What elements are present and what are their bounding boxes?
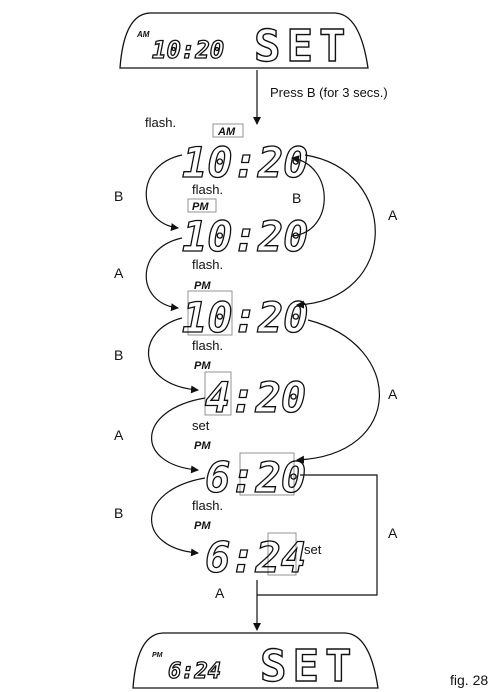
top-lcd-display: AM 10:20 SET: [119, 12, 369, 73]
arrow-b-label-1: B: [114, 188, 123, 204]
arrow-b-2-to-1: [291, 155, 325, 237]
step-5: set PM 6:20: [192, 418, 307, 503]
arrow-a-1-to-3: [296, 154, 376, 309]
arrow-b-3-to-4: [147, 317, 199, 394]
top-lcd-indicator: AM: [136, 30, 150, 39]
step-3-indicator: PM: [194, 280, 211, 292]
step-1: flash. AM 10:20: [145, 115, 309, 188]
arrow-b-label-4: B: [114, 505, 123, 521]
step-6-time: 6:24: [205, 533, 306, 582]
step-4: flash. PM 4:20: [192, 338, 307, 423]
arrow-a-label-6: A: [215, 585, 225, 601]
arrow-a-4-to-5: [151, 397, 206, 474]
figure-label: fig. 28: [450, 672, 488, 688]
arrow-a-label-5: A: [388, 525, 398, 541]
arrow-a-5-to-final: [257, 474, 378, 596]
top-lcd-time: 10:20: [152, 36, 224, 64]
step-2-indicator: PM: [192, 201, 209, 213]
arrow-a-label-4: A: [114, 427, 124, 443]
step-5-indicator: PM: [194, 440, 211, 452]
step-6-suffix: set: [304, 542, 322, 557]
arrow-b-1-to-2: [145, 154, 183, 231]
step-6-label: flash.: [192, 498, 223, 513]
bottom-lcd-mode: SET: [260, 641, 357, 692]
step-5-time: 6:20: [205, 453, 306, 502]
step-4-time: 4:20: [205, 373, 306, 422]
step-2: flash. PM 10:20: [181, 182, 309, 262]
step-1-indicator-box: [212, 123, 244, 138]
step-6-indicator: PM: [194, 520, 211, 532]
step-2-indicator-box: [187, 198, 217, 213]
step-5-highlight-box: [239, 452, 295, 496]
step-3-highlight-box: [187, 290, 233, 336]
step-1-time: 10:20: [182, 138, 308, 187]
step-2-time: 10:20: [182, 212, 308, 261]
arrow-a-2-to-3: [145, 237, 183, 312]
arrow-a-3-to-5: [296, 319, 380, 464]
step-3-time: 10:20: [182, 293, 308, 342]
top-lcd-mode: SET: [254, 21, 351, 72]
bottom-lcd-display: PM 6:24 SET: [132, 632, 379, 692]
step-4-label: flash.: [192, 338, 223, 353]
bottom-lcd-time: 6:24: [168, 659, 221, 684]
step-5-label: set: [192, 418, 210, 433]
press-label: Press B (for 3 secs.): [270, 85, 388, 100]
arrow-a-label-1: A: [388, 207, 398, 223]
step-2-label: flash.: [192, 182, 223, 197]
step-4-indicator: PM: [194, 360, 211, 372]
step-4-highlight-box: [204, 371, 232, 416]
arrow-b-label-2: B: [292, 190, 301, 206]
step-1-label: flash.: [145, 115, 176, 130]
bottom-lcd-frame: [132, 632, 379, 689]
arrow-a-label-3: A: [388, 386, 398, 402]
step-6-highlight-box: [267, 532, 297, 576]
step-3-label: flash.: [192, 257, 223, 272]
arrow-b-label-3: B: [114, 347, 123, 363]
bottom-lcd-indicator: PM: [152, 652, 163, 659]
top-lcd-frame: [119, 12, 369, 69]
arrow-a-label-2: A: [114, 265, 124, 281]
step-6: flash. PM 6:24 set: [192, 498, 322, 583]
arrow-b-5-to-6: [151, 477, 206, 557]
step-3: flash. PM 10:20: [181, 257, 309, 343]
step-1-indicator: AM: [217, 126, 236, 138]
